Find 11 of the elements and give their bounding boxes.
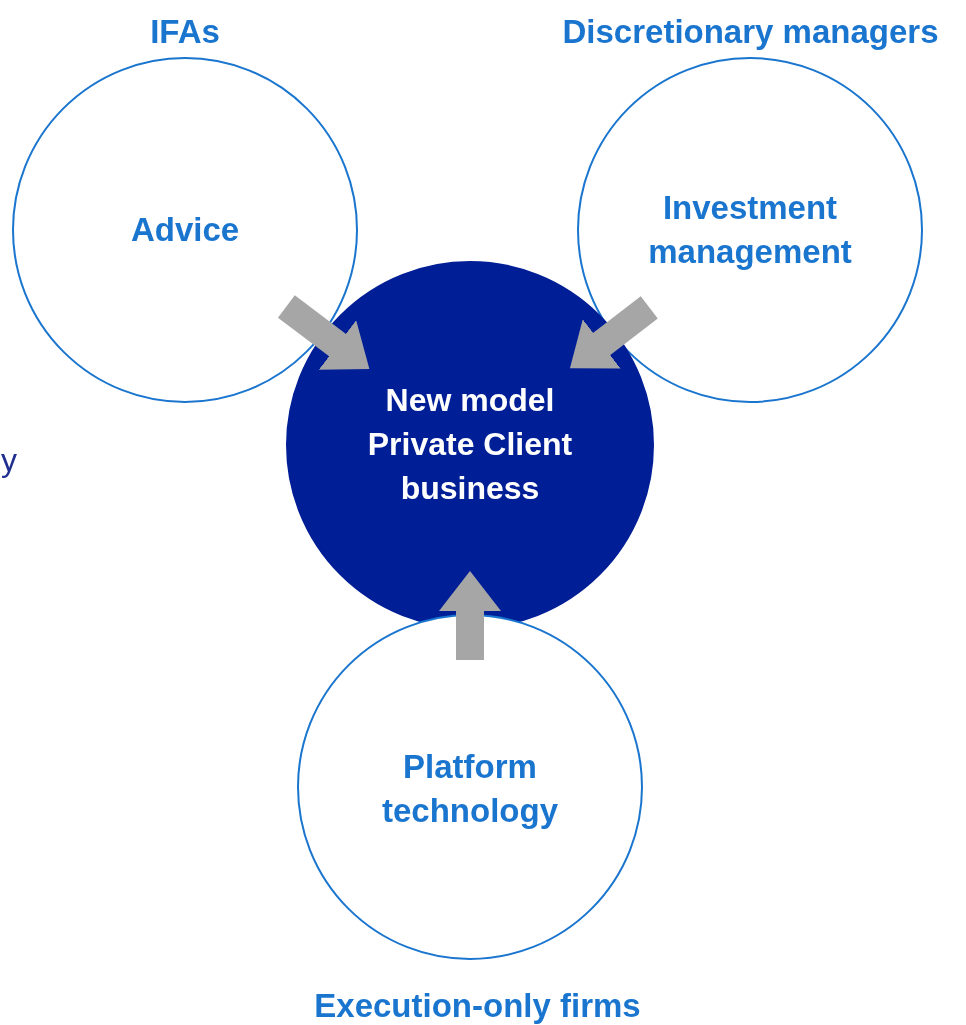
group-heading: IFAs [149, 12, 221, 52]
text-fragment: y [1, 442, 17, 479]
group-heading: Execution-only firms [313, 986, 642, 1025]
circle-label: New model Private Client business [366, 381, 574, 508]
circle-label: Investment management [647, 188, 853, 272]
circle-label: Advice [129, 210, 241, 250]
block-arrow [277, 295, 370, 370]
block-arrow [439, 571, 501, 660]
group-heading: Discretionary managers [561, 12, 940, 52]
circle-label: Platform technology [381, 747, 559, 831]
block-arrow [569, 296, 658, 369]
